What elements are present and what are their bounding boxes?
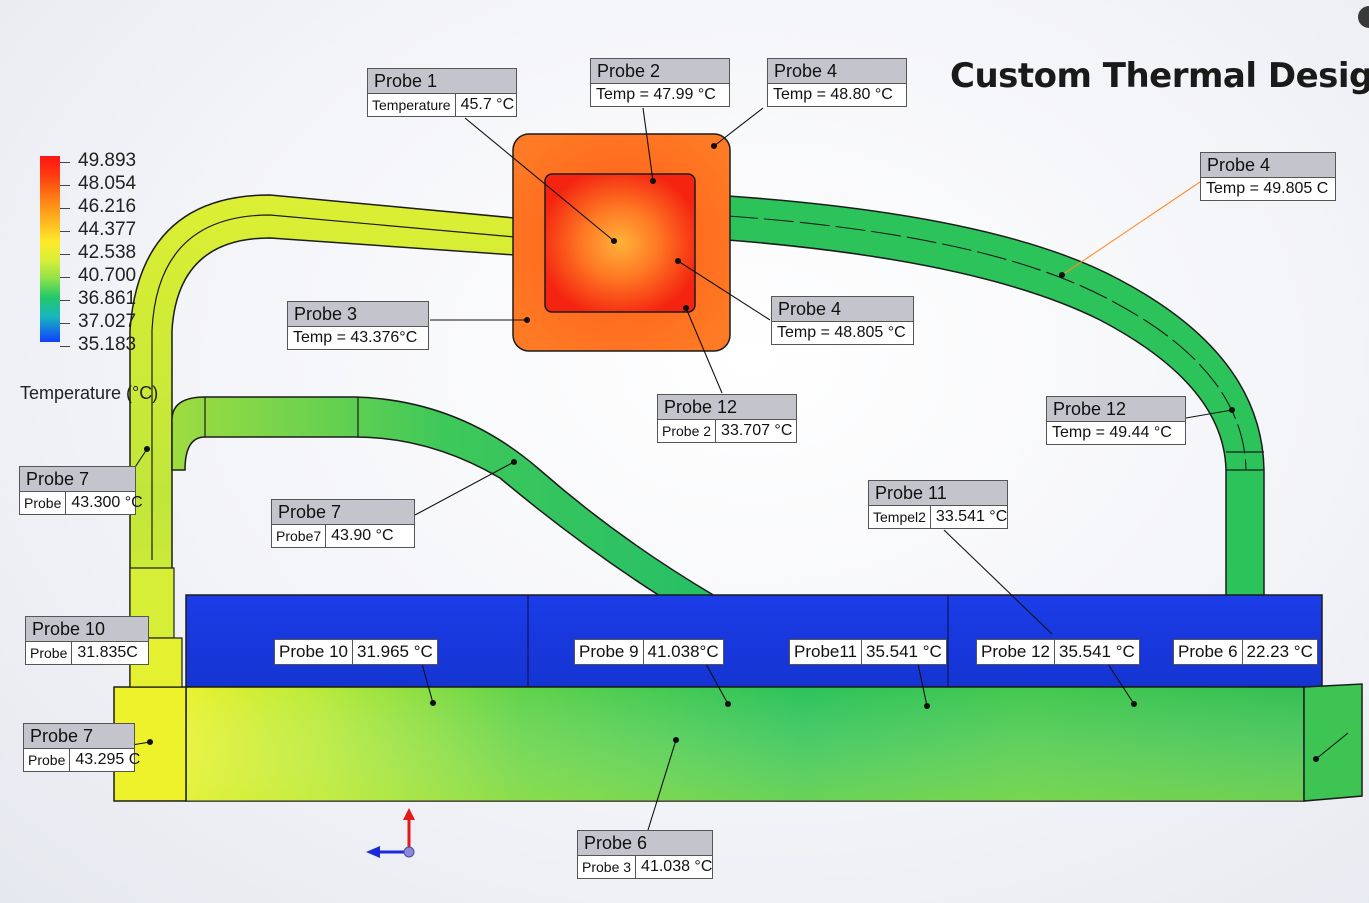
legend-value: 42.538	[78, 242, 137, 263]
probe-callout-4b[interactable]: Probe 4 Temp = 49.805 C	[1200, 152, 1336, 201]
probe-header: Probe 7	[19, 466, 136, 492]
probe-label: Probe7	[272, 525, 327, 547]
probe-header: Probe 12	[1046, 396, 1186, 422]
probe-header: Probe 4	[767, 58, 907, 84]
probe-label: Probe 6	[1174, 640, 1243, 664]
probe-header: Probe 10	[25, 616, 149, 642]
right-pipe	[727, 195, 1265, 597]
probe-value: Temp = 49.44 °C	[1052, 424, 1172, 441]
probe-header: Probe 7	[271, 499, 415, 525]
probe-callout-12b[interactable]: Probe 12 Temp = 49.44 °C	[1046, 396, 1186, 445]
probe-header: Probe 6	[577, 830, 713, 856]
legend-value: 36.861	[78, 288, 137, 309]
probe-value: 22.23 °C	[1246, 642, 1313, 661]
legend-value: 44.377	[78, 219, 137, 240]
legend-tick	[60, 323, 70, 324]
probe-value: 33.541 °C	[935, 508, 1008, 525]
probe-value: 43.90 °C	[331, 527, 394, 544]
probe-label: Probe	[24, 749, 71, 771]
legend-title: Temperature (°C)	[20, 383, 159, 403]
legend-value: 35.183	[78, 334, 137, 355]
legend-tick	[60, 300, 70, 301]
probe-header: Probe 1	[367, 68, 517, 94]
probe-header: Probe 7	[23, 723, 135, 749]
probe-callout-3[interactable]: Probe 3 Temp = 43.376°C	[287, 301, 429, 350]
legend-tick	[60, 254, 70, 255]
probe-value: 31.835C	[77, 644, 138, 661]
base-plate-end-cap	[1303, 683, 1363, 802]
probe-value: 43.295 C	[75, 751, 141, 768]
base-plate-shade	[186, 687, 1304, 801]
middle-pipe	[171, 396, 718, 597]
legend-tick	[60, 231, 70, 232]
probe-label: Probe 2	[658, 420, 717, 442]
legend-tick	[60, 208, 70, 209]
probe-value: Temp = 48.80 °C	[773, 86, 893, 103]
probe-label: Probe 12	[977, 640, 1055, 664]
probe-value: 35.541 °C	[1059, 642, 1135, 661]
probe-value: 33.707 °C	[721, 422, 793, 439]
probe-header: Probe 11	[868, 480, 1008, 506]
probe-label: Probe 9	[575, 640, 644, 664]
page-title: Custom Thermal Design	[950, 56, 1369, 96]
probe-callout-4a[interactable]: Probe 4 Temp = 48.80 °C	[767, 58, 907, 107]
axis-triad	[366, 808, 415, 858]
legend-value: 37.027	[78, 311, 137, 332]
probe-label: Probe 10	[275, 640, 353, 664]
probe-header: Probe 3	[287, 301, 429, 327]
probe-header: Probe 2	[590, 58, 730, 84]
probe-label: Probe 3	[578, 856, 637, 878]
legend-value: 48.054	[78, 173, 137, 194]
heat-source-inner	[544, 173, 696, 313]
probe-callout-4c[interactable]: Probe 4 Temp = 48.805 °C	[771, 296, 914, 345]
probe-value: Temp = 48.805 °C	[777, 324, 906, 341]
probe-value: 41.038 °C	[641, 858, 713, 875]
probe-value: Temp = 49.805 C	[1206, 180, 1329, 197]
probe-label: Tempel2	[869, 506, 931, 528]
legend-colorbar	[40, 156, 60, 342]
probe-value: Temp = 47.99 °C	[596, 86, 716, 103]
legend-value: 46.216	[78, 196, 137, 217]
window-control-icon[interactable]	[1358, 6, 1369, 28]
probe-label: Probe	[26, 642, 73, 664]
probe-label: Probe	[20, 492, 67, 514]
probe-value: 35.541 °C	[866, 642, 942, 661]
legend-value: 40.700	[78, 265, 137, 286]
probe-header: Probe 4	[771, 296, 914, 322]
probe-value: 41.038°C	[647, 642, 719, 661]
leader-lines	[127, 107, 1349, 831]
legend-tick	[60, 162, 70, 163]
probe-value: 45.7 °C	[460, 96, 515, 113]
probe-label: Temperature	[368, 94, 456, 116]
probe-value: 43.300 °C	[71, 494, 143, 511]
probe-callout-2[interactable]: Probe 2 Temp = 47.99 °C	[590, 58, 730, 107]
legend-tick	[60, 185, 70, 186]
left-outer-pipe-seam	[151, 214, 516, 560]
probe-value: 31.965 °C	[357, 642, 433, 661]
probe-value: Temp = 43.376°C	[293, 329, 418, 346]
probe-label: Probe11	[790, 640, 863, 664]
right-pipe-seam	[727, 215, 1247, 471]
legend-tick	[60, 277, 70, 278]
legend-value: 49.893	[78, 150, 137, 171]
probe-header: Probe 4	[1200, 152, 1336, 178]
probe-header: Probe 12	[657, 394, 797, 420]
legend-tick	[60, 346, 70, 347]
